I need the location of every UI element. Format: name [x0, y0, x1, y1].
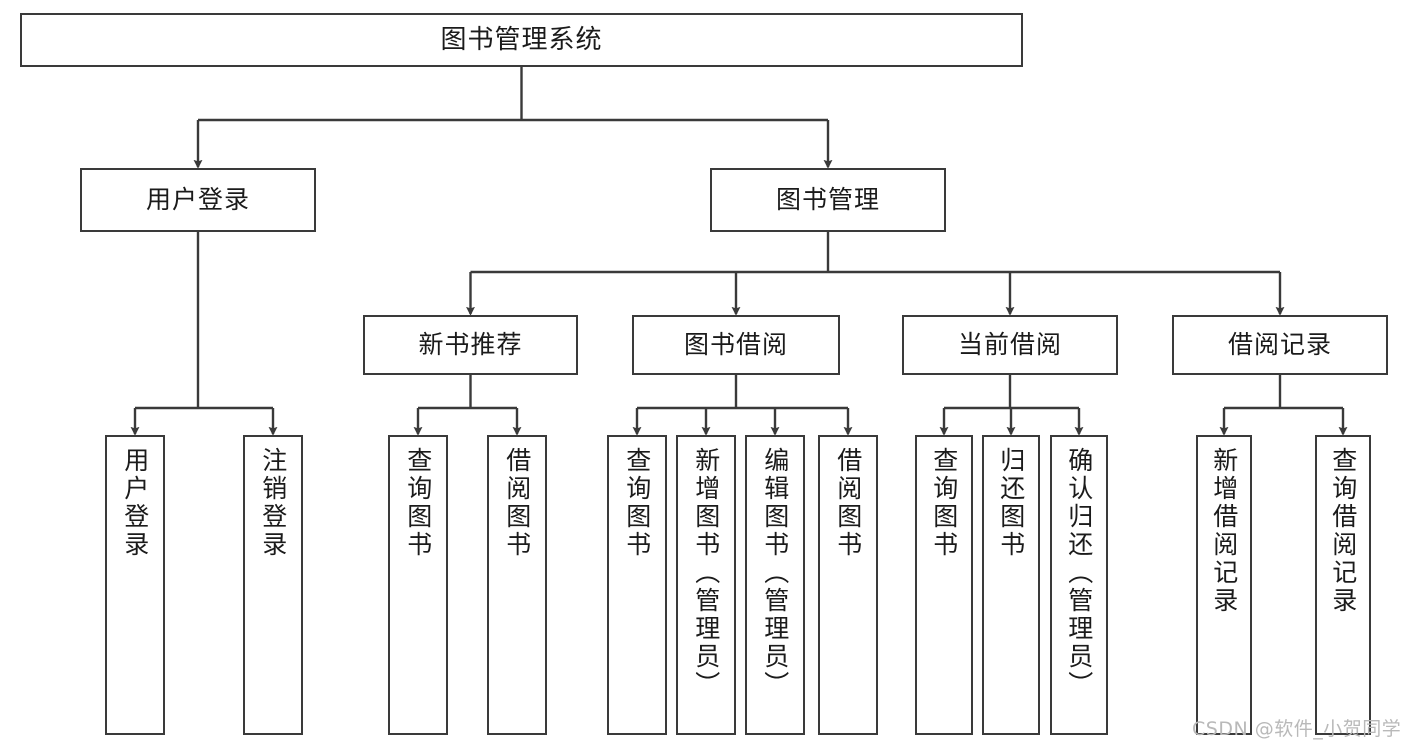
- node-leaf-edit-book[interactable]: 编辑图书（管理员）: [745, 435, 805, 735]
- node-new-book-rec[interactable]: 新书推荐: [363, 315, 578, 375]
- node-label-leaf-borrow-book-2: 借阅图书: [833, 447, 863, 559]
- node-leaf-return-book[interactable]: 归还图书: [982, 435, 1040, 735]
- node-label-leaf-borrow-book-1: 借阅图书: [502, 447, 532, 559]
- node-leaf-add-book[interactable]: 新增图书（管理员）: [676, 435, 736, 735]
- node-label-book-borrow: 图书借阅: [683, 330, 788, 360]
- node-leaf-borrow-book-1[interactable]: 借阅图书: [487, 435, 547, 735]
- node-label-user-login: 用户登录: [145, 185, 250, 215]
- node-leaf-borrow-book-2[interactable]: 借阅图书: [818, 435, 878, 735]
- node-borrow-record[interactable]: 借阅记录: [1172, 315, 1388, 375]
- node-label-new-book-rec: 新书推荐: [418, 330, 523, 360]
- node-label-leaf-return-book: 归还图书: [996, 447, 1026, 559]
- node-leaf-query-book-1[interactable]: 查询图书: [388, 435, 448, 735]
- node-label-leaf-confirm-return: 确认归还（管理员）: [1064, 447, 1094, 699]
- csdn-watermark: CSDN @软件_小贺同学: [1192, 718, 1402, 740]
- node-label-leaf-add-book: 新增图书（管理员）: [691, 447, 721, 699]
- node-leaf-user-logout[interactable]: 注销登录: [243, 435, 303, 735]
- node-leaf-query-record[interactable]: 查询借阅记录: [1315, 435, 1371, 735]
- node-book-manage[interactable]: 图书管理: [710, 168, 946, 232]
- node-label-leaf-query-book-2: 查询图书: [622, 447, 652, 559]
- node-label-root: 图书管理系统: [440, 24, 603, 55]
- node-label-leaf-user-logout: 注销登录: [258, 447, 288, 559]
- node-label-leaf-query-book-3: 查询图书: [929, 447, 959, 559]
- node-leaf-user-login[interactable]: 用户登录: [105, 435, 165, 735]
- node-label-book-manage: 图书管理: [775, 185, 880, 215]
- node-label-leaf-user-login: 用户登录: [120, 447, 150, 559]
- node-label-leaf-edit-book: 编辑图书（管理员）: [760, 447, 790, 699]
- node-leaf-query-book-2[interactable]: 查询图书: [607, 435, 667, 735]
- node-label-leaf-add-record: 新增借阅记录: [1209, 447, 1239, 615]
- node-root[interactable]: 图书管理系统: [20, 13, 1023, 67]
- node-leaf-confirm-return[interactable]: 确认归还（管理员）: [1050, 435, 1108, 735]
- node-label-borrow-record: 借阅记录: [1227, 330, 1332, 360]
- node-label-leaf-query-record: 查询借阅记录: [1328, 447, 1358, 615]
- node-leaf-add-record[interactable]: 新增借阅记录: [1196, 435, 1252, 735]
- node-current-borrow[interactable]: 当前借阅: [902, 315, 1118, 375]
- node-user-login[interactable]: 用户登录: [80, 168, 316, 232]
- node-label-leaf-query-book-1: 查询图书: [403, 447, 433, 559]
- node-label-current-borrow: 当前借阅: [957, 330, 1062, 360]
- node-book-borrow[interactable]: 图书借阅: [632, 315, 840, 375]
- node-leaf-query-book-3[interactable]: 查询图书: [915, 435, 973, 735]
